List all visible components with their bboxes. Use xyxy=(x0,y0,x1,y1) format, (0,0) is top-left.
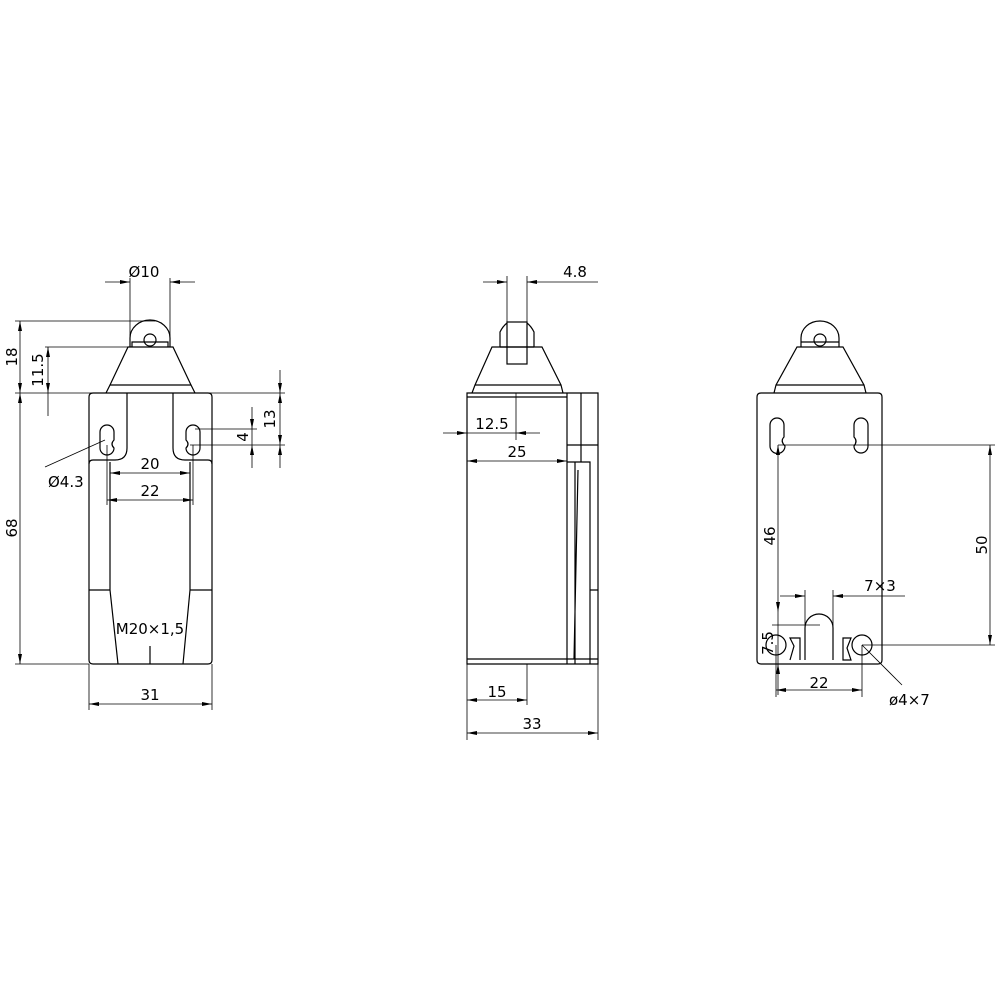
dim-hole-spacing-inner: 20 xyxy=(140,455,159,473)
dim-hole-offset: 13 xyxy=(261,409,279,428)
dim-actuator-offset: 12.5 xyxy=(475,415,508,433)
dim-bottom-hole: ø4×7 xyxy=(889,691,930,709)
side-view: 4.8 12.5 25 15 33 xyxy=(443,263,599,740)
dim-total-actuator-height: 18 xyxy=(3,347,21,366)
dim-hole-diameter: Ø4.3 xyxy=(48,473,84,491)
dim-actuator-height: 11.5 xyxy=(29,353,47,386)
dim-body-depth: 33 xyxy=(522,715,541,733)
dim-bottom-offset: 7.5 xyxy=(759,631,777,655)
dim-slot-size: 7×3 xyxy=(864,577,896,595)
thread-label: M20×1,5 xyxy=(116,620,184,638)
dim-slot-length: 4 xyxy=(234,432,252,442)
front-view: M20×1,5 Ø10 18 11.5 68 13 4 Ø4.3 20 22 3… xyxy=(3,263,285,710)
dim-bottom-hole-spacing: 22 xyxy=(809,674,828,692)
dim-front-depth: 25 xyxy=(507,443,526,461)
dim-conduit-offset: 15 xyxy=(487,683,506,701)
dim-roller-diameter: Ø10 xyxy=(129,263,160,281)
dim-hole-vertical-spacing: 50 xyxy=(973,535,991,554)
dim-slot-spacing: 46 xyxy=(761,526,779,545)
dim-body-height: 68 xyxy=(3,518,21,537)
dim-hole-spacing-outer: 22 xyxy=(140,482,159,500)
dim-roller-width: 4.8 xyxy=(563,263,587,281)
rear-view: 50 46 7×3 7.5 22 ø4×7 xyxy=(756,320,995,709)
dim-body-width: 31 xyxy=(140,686,159,704)
